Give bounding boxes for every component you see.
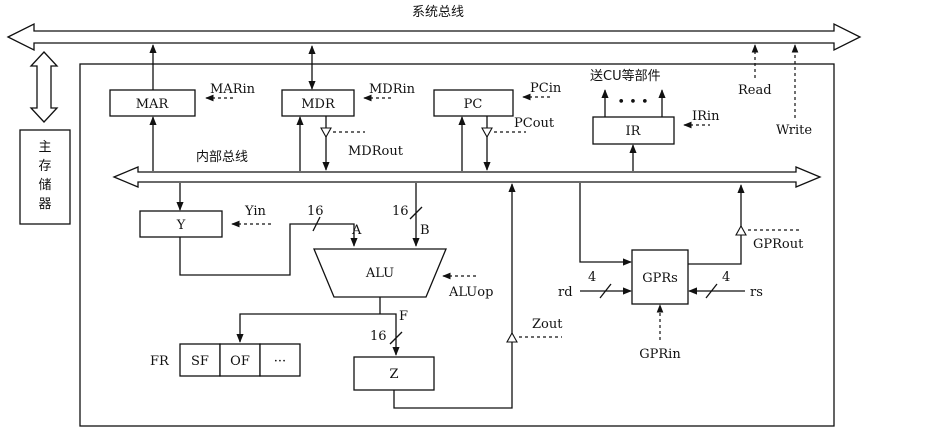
internal-bus <box>112 166 822 188</box>
f-width-label: 16 <box>370 329 387 344</box>
memory-link-arrow <box>29 51 59 123</box>
y-register: Y <box>139 210 223 238</box>
irin-label: IRin <box>692 109 720 124</box>
gprs-to-bus <box>688 184 745 265</box>
gprs-register: GPRs <box>631 249 689 305</box>
pc-label: PC <box>464 97 483 112</box>
mdr-register: MDR <box>281 89 355 117</box>
alu-port-a: A <box>351 223 362 238</box>
system-bus <box>6 22 862 52</box>
fr-of: OF <box>230 354 250 369</box>
gprout-label: GPRout <box>753 237 804 252</box>
z-register: Z <box>353 356 435 391</box>
system-bus-label: 系统总线 <box>412 5 464 20</box>
pcout-label: PCout <box>514 116 555 131</box>
zout-label: Zout <box>532 317 563 332</box>
to-cu-label: 送CU等部件 <box>590 68 661 84</box>
mdr-label: MDR <box>301 97 336 112</box>
yin-label: Yin <box>244 204 267 219</box>
rd-label: rd <box>558 285 573 300</box>
zout-gate <box>506 331 518 343</box>
main-memory-char-3: 储 <box>38 178 51 193</box>
gprs-label: GPRs <box>642 271 678 286</box>
fr-sf: SF <box>191 354 209 369</box>
marin-label: MARin <box>210 82 256 97</box>
main-memory-char-4: 器 <box>38 197 51 212</box>
pcout-gate <box>481 127 493 139</box>
alu-port-f: F <box>399 309 408 324</box>
alu-port-b: B <box>420 223 430 238</box>
a-width-slash <box>312 216 321 232</box>
rs-label: rs <box>750 285 763 300</box>
f-width-slash <box>389 331 403 345</box>
mar-label: MAR <box>136 97 170 112</box>
pc-register: PC <box>433 89 514 117</box>
internal-bus-label: 内部总线 <box>196 149 248 165</box>
gprin-label: GPRin <box>639 347 681 362</box>
rs-width-slash <box>705 283 718 299</box>
b-width-slash <box>409 206 423 220</box>
alu: ALU <box>313 248 447 298</box>
mdrout-gate <box>320 127 332 139</box>
rd-width-slash <box>599 283 612 299</box>
fr-label: FR <box>150 354 170 369</box>
rd-width-label: 4 <box>588 270 596 285</box>
cpu-boundary <box>79 63 835 427</box>
fr-register: SF OF ··· <box>179 343 301 377</box>
gprout-gate <box>735 224 747 236</box>
aluop-label: ALUop <box>448 285 493 300</box>
write-label: Write <box>776 123 812 138</box>
z-to-bus <box>393 183 516 409</box>
z-label: Z <box>389 367 398 382</box>
mar-register: MAR <box>109 89 196 117</box>
main-memory: 主 存 储 器 <box>19 129 71 225</box>
pcin-label: PCin <box>530 81 562 96</box>
alu-to-z <box>380 313 400 356</box>
alu-label: ALU <box>365 266 394 281</box>
read-label: Read <box>738 83 772 98</box>
a-width-label: 16 <box>307 204 324 219</box>
mdrin-label: MDRin <box>369 82 416 97</box>
fr-more: ··· <box>274 354 286 369</box>
b-width-label: 16 <box>392 204 409 219</box>
ir-register: IR <box>592 116 675 145</box>
mdrout-label: MDRout <box>348 144 404 159</box>
ir-label: IR <box>626 124 642 139</box>
main-memory-char-2: 存 <box>38 159 51 174</box>
ir-output-dots: • • • <box>617 95 648 110</box>
main-memory-char-1: 主 <box>38 140 51 155</box>
bus-to-gprs <box>579 183 632 266</box>
rs-width-label: 4 <box>722 270 730 285</box>
alu-to-fr <box>236 313 380 343</box>
y-label: Y <box>176 218 186 233</box>
y-to-alu-a <box>179 223 358 276</box>
